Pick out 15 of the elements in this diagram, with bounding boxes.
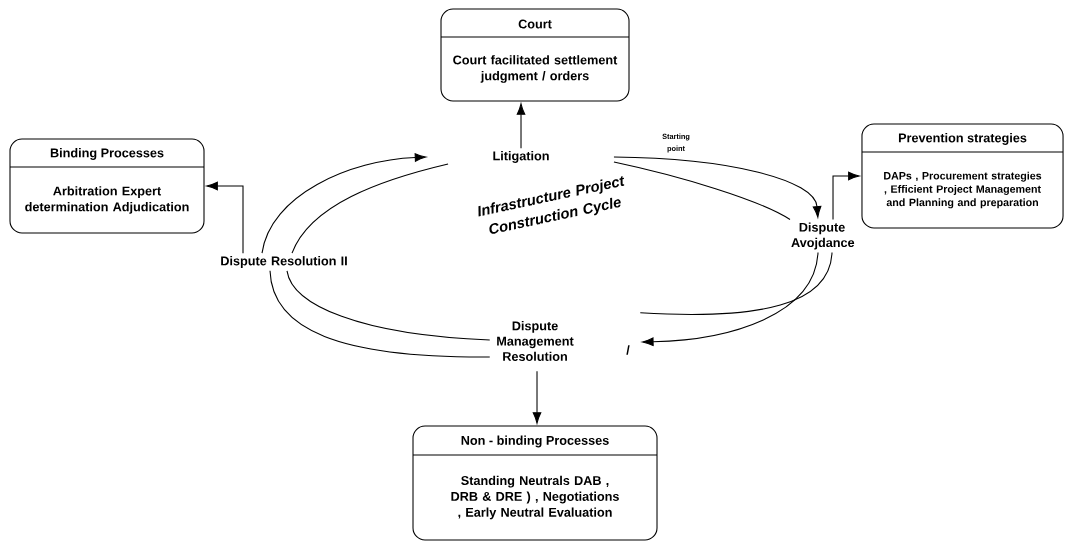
cycle-stage-label: Dispute Management Resolution /	[497, 321, 630, 361]
process-box: Non - binding Processes Standing Neutrals DAB , DRB & DRE ) , Negotiations , Early Neutral Evaluation	[412, 425, 658, 541]
process-box: Prevention strategies DAPs , Procurement strategies , Efficient Project Management and Planning and preparation	[861, 123, 1064, 229]
arrow	[516, 103, 526, 149]
cycle-stage-label: Dispute Resolution II	[221, 256, 347, 268]
process-box: Binding Processes Arbitration Expert determination Adjudication	[9, 138, 205, 234]
arrow	[832, 171, 860, 221]
process-box: Court Court facilitated settlement judgment / orders	[440, 8, 630, 102]
arrow	[613, 156, 822, 218]
arrow	[532, 370, 542, 424]
cycle-stage-label: Dispute Avojdance	[791, 222, 855, 250]
arrow	[206, 181, 244, 254]
arrow	[642, 251, 819, 347]
arrow	[261, 153, 427, 254]
cycle-stage-label: Litigation	[493, 151, 549, 163]
